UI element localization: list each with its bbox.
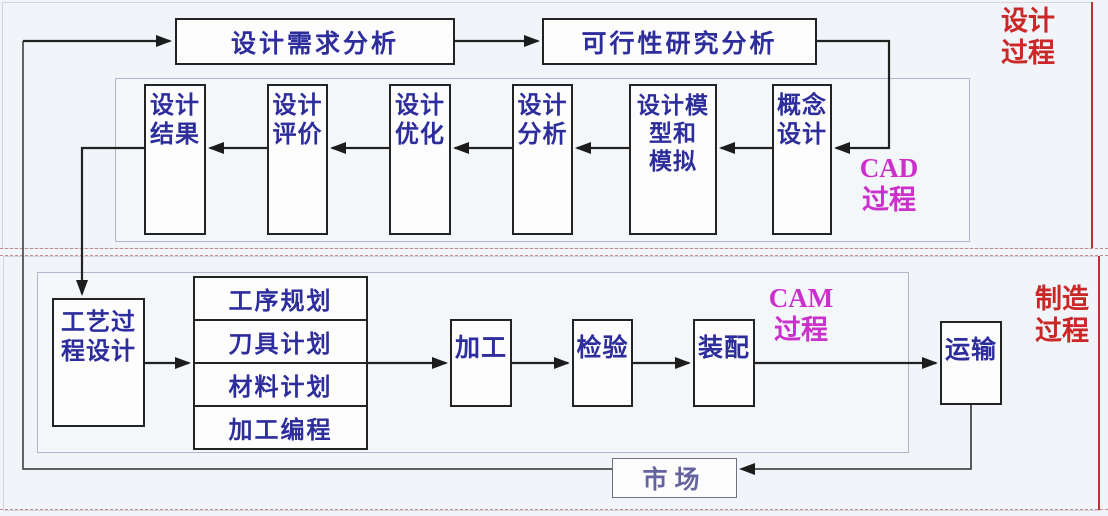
manufacturing-section-right-border bbox=[1098, 256, 1100, 510]
connector-transport-to-market bbox=[739, 405, 972, 475]
design-requirements-label: 设计需求分析 bbox=[230, 29, 399, 58]
design-section-right-border bbox=[1091, 2, 1093, 248]
concept-design-box: 概念 设计 bbox=[772, 84, 832, 235]
design-process-label: 设计 过程 bbox=[1001, 6, 1055, 68]
assembly-box: 装配 bbox=[693, 319, 755, 407]
feasibility-study-label: 可行性研究分析 bbox=[581, 29, 778, 58]
section-divider-line bbox=[0, 248, 1108, 249]
design-requirements-box: 设计需求分析 bbox=[175, 18, 455, 65]
plan-item-row: 工序规划 bbox=[195, 278, 366, 321]
plan-item-row: 加工编程 bbox=[228, 417, 333, 444]
connector-market-feedback-left bbox=[22, 41, 612, 470]
design-result-box: 设计 结果 bbox=[144, 84, 206, 235]
plan-item-row: 刀具计划 bbox=[195, 321, 366, 364]
connector-result-to-process-design bbox=[76, 146, 144, 296]
plan-item-row: 材料计划 bbox=[195, 364, 366, 407]
cad-process-label: CAD 过程 bbox=[859, 153, 919, 215]
design-optimization-box: 设计 优化 bbox=[389, 84, 451, 235]
inspection-box: 检验 bbox=[572, 319, 633, 407]
manufacturing-process-label: 制造 过程 bbox=[1035, 284, 1089, 346]
transport-box: 运输 bbox=[940, 321, 1002, 405]
bottom-border-line bbox=[0, 509, 1108, 510]
feasibility-study-box: 可行性研究分析 bbox=[542, 18, 817, 65]
cam-process-label: CAM 过程 bbox=[768, 283, 834, 345]
design-evaluation-box: 设计 评价 bbox=[267, 84, 328, 235]
process-planning-design-box: 工艺过 程设计 bbox=[52, 298, 145, 427]
design-analysis-box: 设计 分析 bbox=[512, 84, 573, 235]
connector-feasibility-to-concept bbox=[817, 39, 891, 154]
section-divider-line bbox=[0, 255, 1108, 256]
machining-box: 加工 bbox=[450, 319, 512, 407]
design-modeling-simulation-box: 设计模 型和 模拟 bbox=[629, 84, 717, 235]
market-box: 市场 bbox=[612, 458, 737, 498]
production-plan-stack: 工序规划 刀具计划 材料计划 加工编程 bbox=[193, 276, 368, 450]
